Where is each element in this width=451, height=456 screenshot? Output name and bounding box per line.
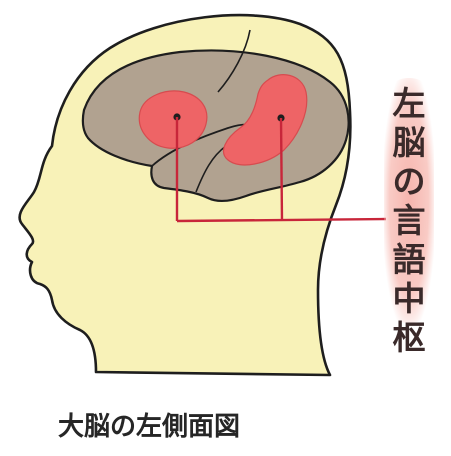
label-char: 言 <box>392 201 426 240</box>
label-char: 左 <box>392 84 426 123</box>
label-char: 語 <box>392 240 426 279</box>
figure-caption: 大脳の左側面図 <box>58 412 241 442</box>
label-char: 中 <box>392 279 426 318</box>
speech-area-front <box>138 90 208 149</box>
leader-line-horizontal <box>176 217 387 223</box>
leader-line-rear <box>279 117 284 222</box>
speech-area-rear <box>223 74 308 166</box>
label-char: 枢 <box>392 318 426 357</box>
temporal-fold-lower <box>195 145 227 193</box>
speech-center-label: 左 脳 の 言 語 中 枢 <box>384 78 434 357</box>
label-char: の <box>392 162 426 201</box>
label-char: 脳 <box>392 123 426 162</box>
central-sulcus <box>217 29 251 93</box>
